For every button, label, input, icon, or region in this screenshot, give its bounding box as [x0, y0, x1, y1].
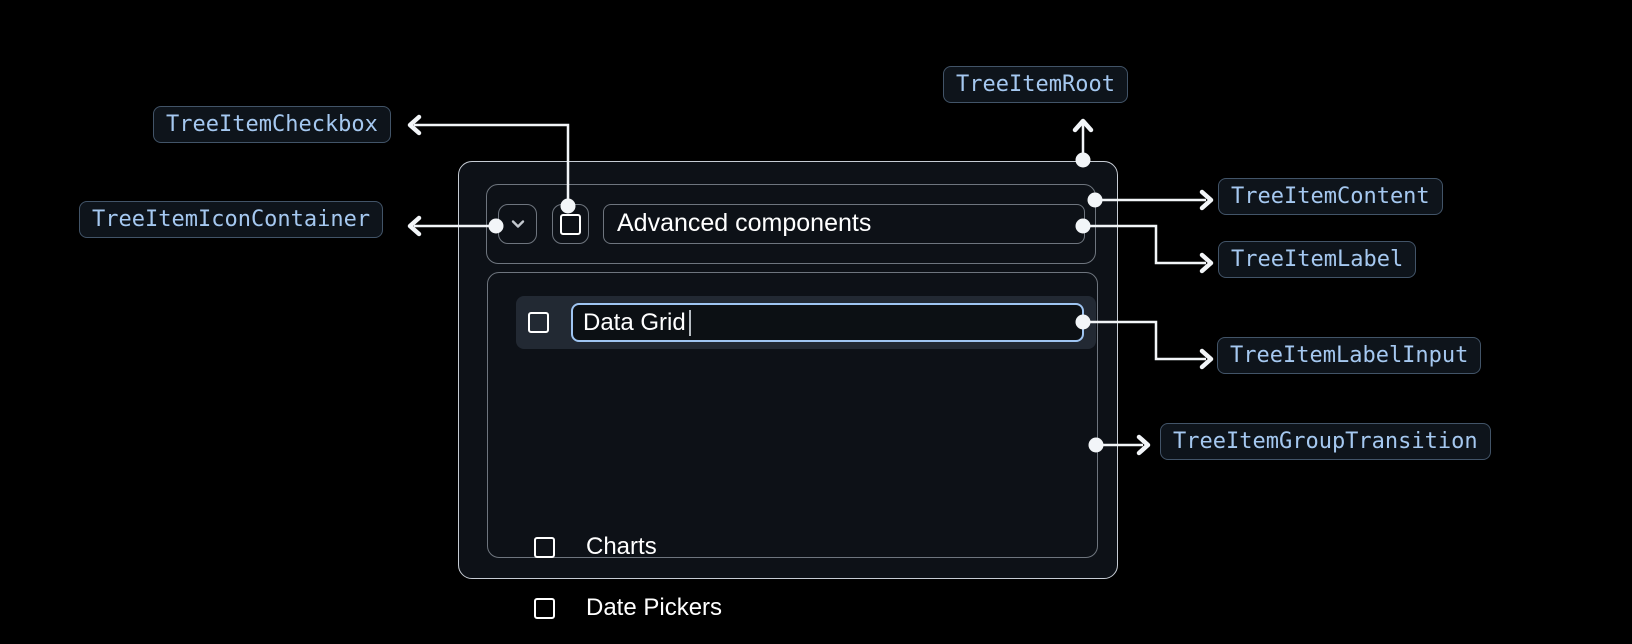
- tree-item-label: Advanced components: [603, 204, 1085, 244]
- tree-row-date-pickers[interactable]: Date Pickers: [534, 588, 722, 628]
- tree-row-charts[interactable]: Charts: [534, 527, 657, 567]
- annotation-tree-item-content: TreeItemContent: [1218, 178, 1443, 215]
- checkbox-unchecked-icon[interactable]: [528, 312, 549, 333]
- tree-item-group-transition: [487, 272, 1098, 558]
- tree-item-label-input[interactable]: Data Grid: [571, 303, 1084, 342]
- label-input-value: Data Grid: [583, 309, 686, 336]
- annotation-tree-item-checkbox: TreeItemCheckbox: [153, 106, 391, 143]
- tree-item-root: Advanced components Data Grid Charts Dat…: [458, 161, 1118, 621]
- tree-item-label-text: Date Pickers: [586, 594, 723, 621]
- text-caret: [688, 309, 691, 336]
- checkbox-unchecked-icon[interactable]: [534, 536, 555, 558]
- annotation-tree-item-label-input: TreeItemLabelInput: [1217, 337, 1482, 374]
- tree-row-data-grid[interactable]: Data Grid: [516, 296, 1096, 349]
- parent-label-text: Advanced components: [617, 209, 872, 237]
- checkbox-unchecked-icon[interactable]: [534, 597, 555, 619]
- annotation-tree-item-root: TreeItemRoot: [943, 66, 1128, 103]
- tree-item-checkbox[interactable]: [552, 204, 589, 244]
- tree-item-label-text: Charts: [586, 533, 657, 560]
- tree-item-content[interactable]: [486, 184, 1096, 264]
- tree-item-icon-container[interactable]: [498, 204, 537, 244]
- annotation-tree-item-group-transition: TreeItemGroupTransition: [1160, 423, 1491, 460]
- chevron-down-icon: [511, 220, 524, 228]
- annotation-tree-item-icon-container: TreeItemIconContainer: [79, 201, 384, 238]
- annotation-tree-item-label: TreeItemLabel: [1218, 241, 1417, 278]
- checkbox-unchecked-icon: [560, 213, 581, 235]
